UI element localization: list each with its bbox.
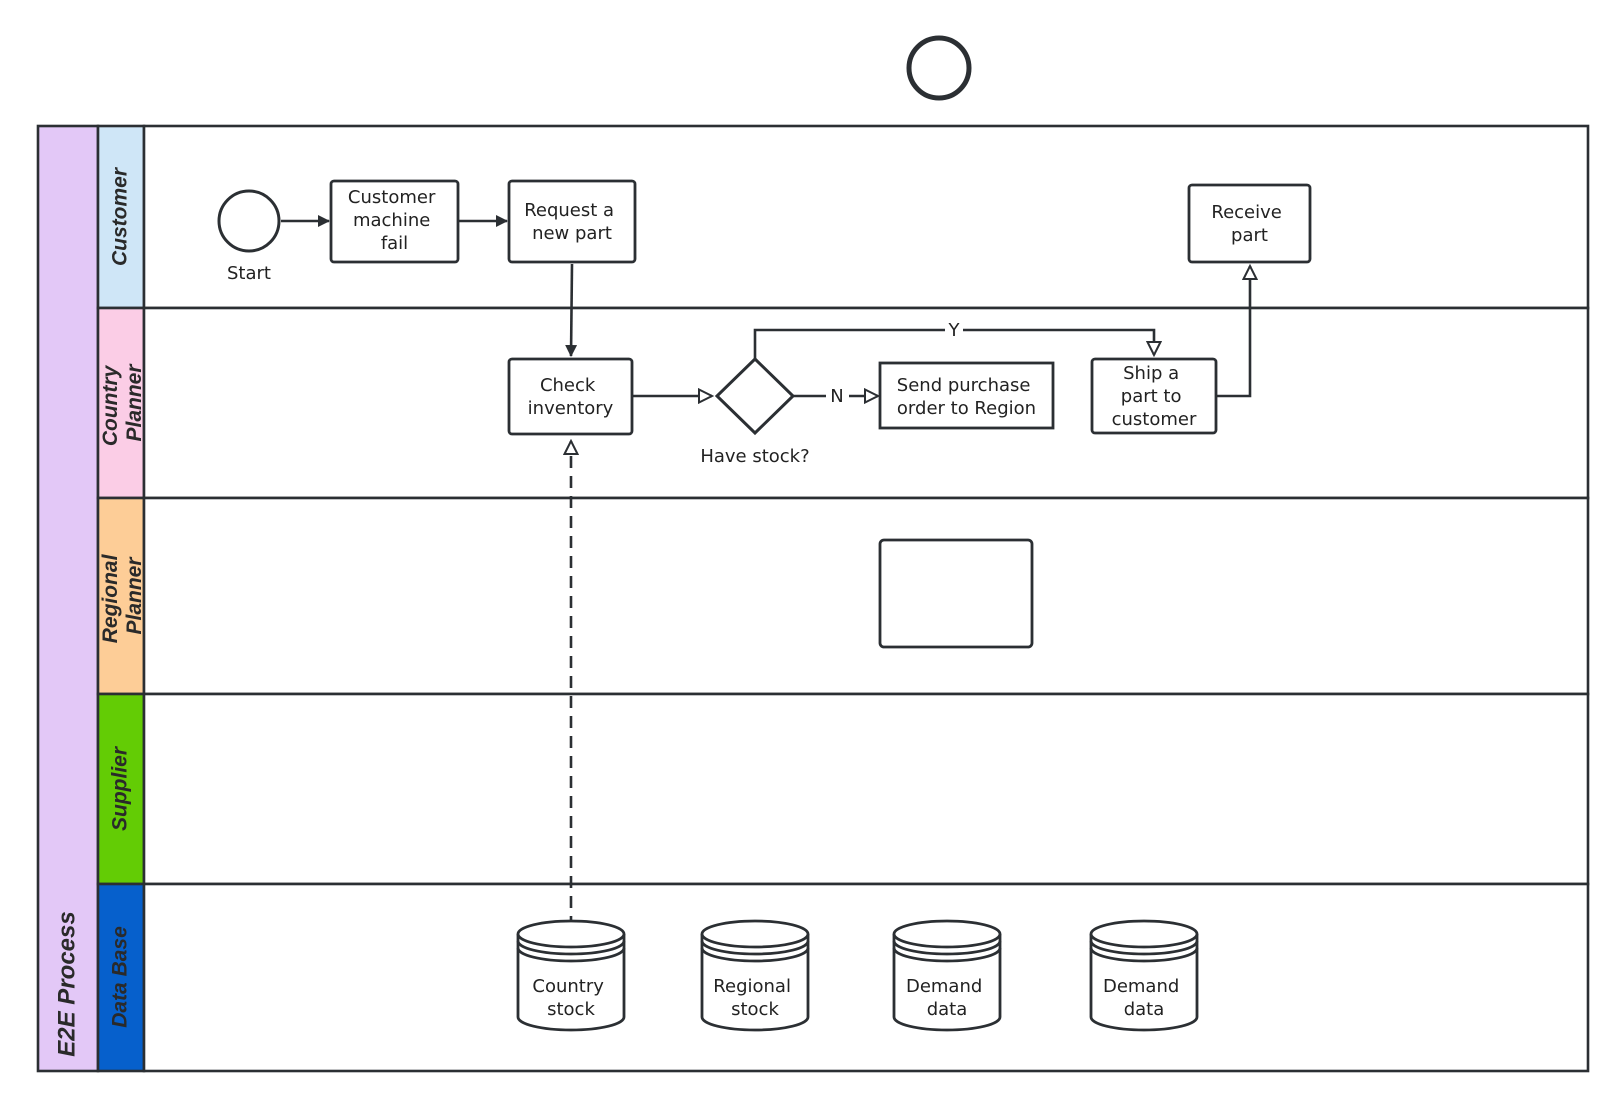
start-label: Start xyxy=(227,263,271,284)
db-regional-stock-label: Regional stock xyxy=(713,976,796,1020)
db-country-line1: Country xyxy=(532,976,604,997)
task-check-inventory[interactable] xyxy=(507,357,634,436)
task-regional-empty[interactable] xyxy=(878,538,1034,649)
task-send-purchase-order[interactable] xyxy=(878,361,1055,430)
lane-body-data-base[interactable] xyxy=(142,882,1590,1073)
task-check-inventory-label: Check inventory xyxy=(528,375,614,419)
db-demand-data-1[interactable] xyxy=(892,919,1002,1032)
db-demand1-line2: data xyxy=(927,999,968,1020)
lane-label-supplier: Supplier xyxy=(109,745,132,831)
db-demand1-line1: Demand xyxy=(906,976,982,997)
pool-label: E2E Process xyxy=(53,911,80,1056)
task-request-new-part[interactable] xyxy=(507,179,637,264)
db-regional-line2: stock xyxy=(731,999,779,1020)
lane-label-regional-planner: Regional Planner xyxy=(99,549,146,644)
fail-line1: Customer xyxy=(348,187,436,208)
edge-ship-to-receive[interactable] xyxy=(1216,266,1250,398)
task-receive-part-label: Receive part xyxy=(1211,202,1287,246)
send-line1: Send purchase xyxy=(897,375,1031,396)
send-line2: order to Region xyxy=(897,398,1036,419)
edge-label-no: N xyxy=(830,386,843,407)
check-line2: inventory xyxy=(528,398,614,419)
gateway-have-stock[interactable] xyxy=(714,356,796,436)
ship-line1: Ship a xyxy=(1123,363,1179,384)
lane-label-data-base: Data Base xyxy=(109,926,132,1028)
task-send-purchase-order-label: Send purchase order to Region xyxy=(897,375,1036,419)
task-ship-part[interactable] xyxy=(1090,357,1218,435)
db-regional-stock[interactable] xyxy=(700,919,810,1032)
gateway-have-stock-label: Have stock? xyxy=(700,446,809,467)
receive-line2: part xyxy=(1231,225,1268,246)
db-country-line2: stock xyxy=(547,999,595,1020)
lane-body-regional-planner[interactable] xyxy=(142,496,1590,696)
db-demand-data-1-label: Demand data xyxy=(906,976,988,1020)
lane-body-country-planner[interactable] xyxy=(142,306,1590,500)
db-country-stock[interactable] xyxy=(516,919,626,1032)
fail-line3: fail xyxy=(381,233,408,254)
lane-label-customer: Customer xyxy=(109,166,132,266)
db-demand-data-2-label: Demand data xyxy=(1103,976,1185,1020)
task-customer-machine-fail[interactable] xyxy=(329,179,460,264)
edge-label-yes: Y xyxy=(948,320,961,341)
edge-gateway-yes-a[interactable] xyxy=(753,328,945,359)
ship-line3: customer xyxy=(1112,409,1197,430)
fail-line2: machine xyxy=(353,210,430,231)
db-demand2-line1: Demand xyxy=(1103,976,1179,997)
pool-header[interactable] xyxy=(36,124,100,1073)
lane-header-data-base[interactable] xyxy=(96,882,146,1073)
request-line2: new part xyxy=(532,223,612,244)
db-regional-line1: Regional xyxy=(713,976,791,997)
db-country-stock-label: Country stock xyxy=(532,976,609,1020)
task-request-new-part-label: Request a new part xyxy=(524,200,620,244)
task-receive-part[interactable] xyxy=(1187,183,1312,264)
start-event[interactable] xyxy=(217,189,281,253)
db-demand2-line2: data xyxy=(1124,999,1165,1020)
receive-line1: Receive xyxy=(1211,202,1281,223)
end-event-circle[interactable] xyxy=(906,35,972,101)
lane-label-regional-line2: Planner xyxy=(123,556,146,635)
task-customer-machine-fail-label: Customer machine fail xyxy=(348,187,441,254)
lane-label-country-line2: Planner xyxy=(123,363,146,442)
lane-label-country-planner: Country Planner xyxy=(99,360,146,446)
check-line1: Check xyxy=(540,375,596,396)
lane-body-supplier[interactable] xyxy=(142,692,1590,886)
ship-line2: part to xyxy=(1121,386,1182,407)
task-ship-part-label: Ship a part to customer xyxy=(1112,363,1197,430)
edge-gateway-yes-b[interactable] xyxy=(963,328,1154,355)
lane-label-regional-line1: Regional xyxy=(99,553,122,643)
lane-label-country-line1: Country xyxy=(99,364,122,446)
edge-request-to-check[interactable] xyxy=(565,263,578,357)
db-demand-data-2[interactable] xyxy=(1089,919,1199,1032)
request-line1: Request a xyxy=(524,200,614,221)
